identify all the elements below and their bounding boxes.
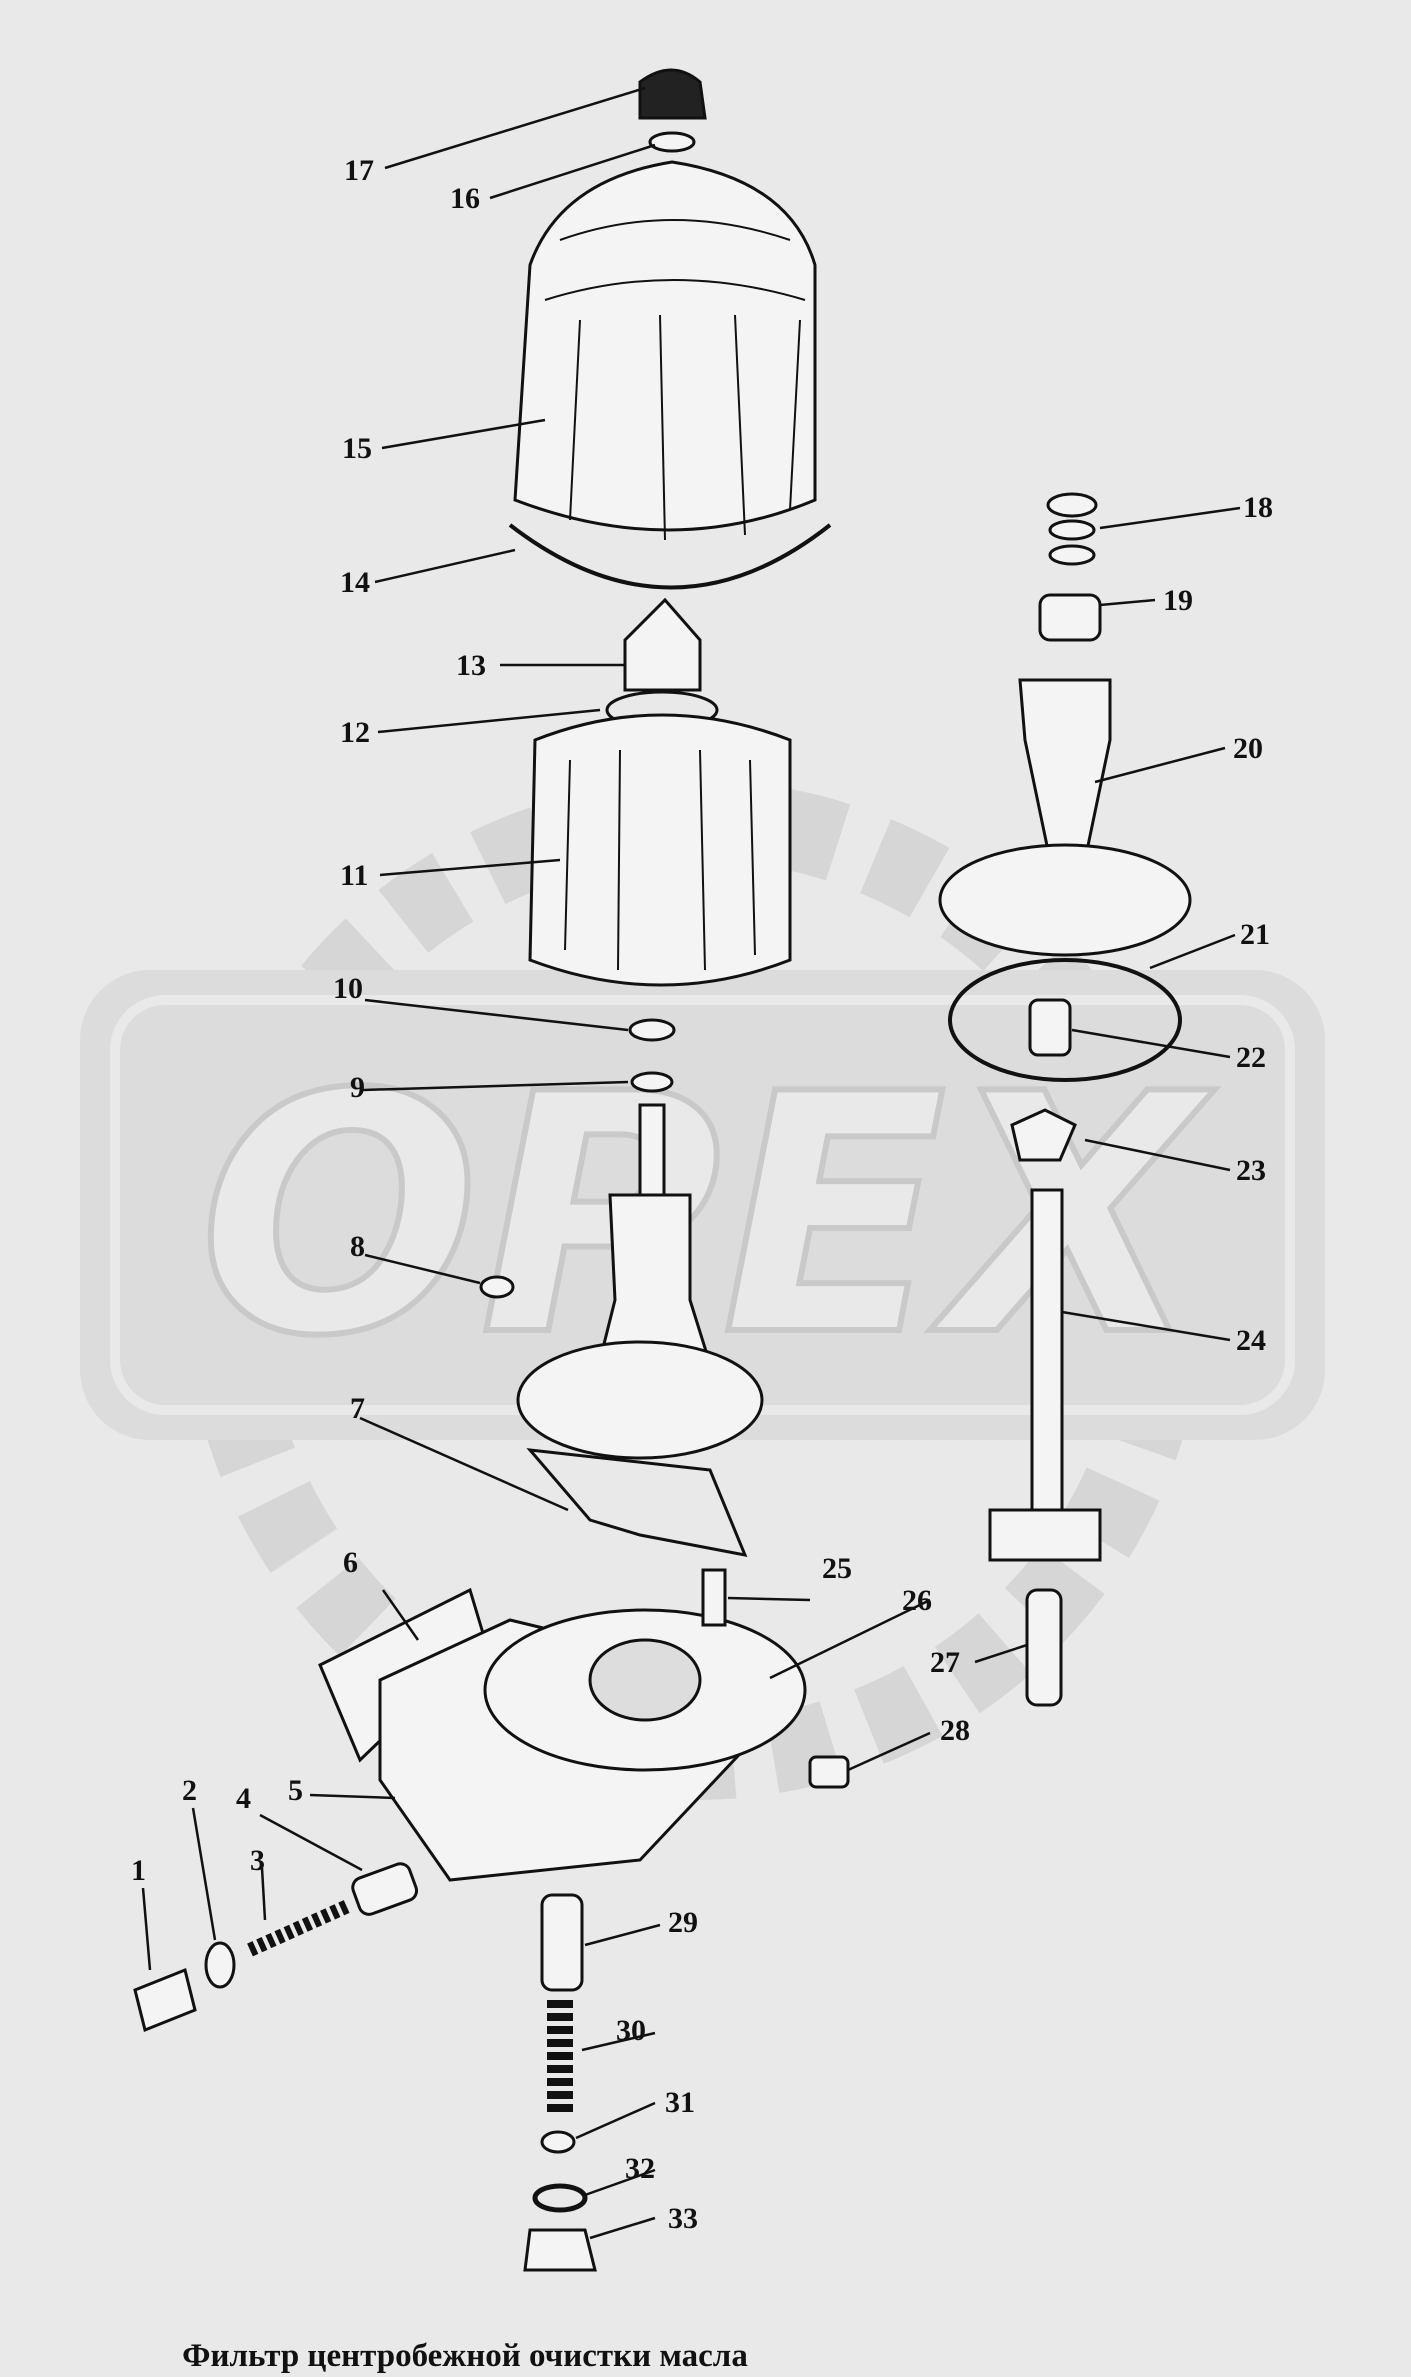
label-23: 23 bbox=[1236, 1154, 1266, 1187]
label-1: 1 bbox=[131, 1854, 146, 1887]
label-3: 3 bbox=[250, 1844, 265, 1877]
label-7: 7 bbox=[350, 1392, 365, 1425]
label-28: 28 bbox=[940, 1714, 970, 1747]
label-6: 6 bbox=[343, 1546, 358, 1579]
part-19-bushing bbox=[1038, 593, 1102, 642]
part-13-cone bbox=[623, 597, 702, 692]
label-31: 31 bbox=[665, 2086, 695, 2119]
label-12: 12 bbox=[340, 716, 370, 749]
part-14-sealing-ring bbox=[508, 523, 832, 590]
part-17-cap-nut bbox=[638, 68, 707, 120]
part-2-washer bbox=[204, 1941, 236, 1989]
label-32: 32 bbox=[625, 2152, 655, 2185]
label-15: 15 bbox=[342, 432, 372, 465]
part-29-sleeve bbox=[540, 1893, 584, 1992]
label-20: 20 bbox=[1233, 732, 1263, 765]
part-4-piston bbox=[351, 1862, 419, 1916]
label-17: 17 bbox=[344, 154, 374, 187]
label-33: 33 bbox=[668, 2202, 698, 2235]
part-axle bbox=[638, 1103, 666, 1197]
label-18: 18 bbox=[1243, 491, 1273, 524]
part-15-rotor-cover bbox=[513, 160, 817, 532]
part-24-rotor-axle bbox=[1030, 1188, 1064, 1512]
part-10-nut bbox=[628, 1018, 676, 1042]
part-32-washer bbox=[532, 2183, 588, 2213]
leader-lines bbox=[141, 86, 1241, 2240]
part-31-seat bbox=[540, 2130, 576, 2154]
part-3-spring bbox=[247, 1898, 353, 1957]
part-11-rotor bbox=[528, 713, 792, 987]
label-30: 30 bbox=[616, 2014, 646, 2047]
label-27: 27 bbox=[930, 1646, 960, 1679]
part-8-pin bbox=[479, 1275, 515, 1299]
label-8: 8 bbox=[350, 1230, 365, 1263]
label-4: 4 bbox=[236, 1782, 251, 1815]
label-10: 10 bbox=[333, 972, 363, 1005]
part-21-o-ring bbox=[948, 958, 1182, 1082]
label-19: 19 bbox=[1163, 584, 1193, 617]
part-23-star-washer bbox=[1010, 1108, 1077, 1162]
figure-caption: Фильтр центробежной очистки масла bbox=[182, 2338, 748, 2374]
label-13: 13 bbox=[456, 649, 486, 682]
part-16-washer bbox=[648, 131, 696, 153]
label-16: 16 bbox=[450, 182, 480, 215]
label-2: 2 bbox=[182, 1774, 197, 1807]
label-25: 25 bbox=[822, 1552, 852, 1585]
label-5: 5 bbox=[288, 1774, 303, 1807]
diagram-parts bbox=[133, 68, 1192, 2272]
part-9-washer bbox=[630, 1071, 674, 1093]
part-base-disc bbox=[516, 1340, 764, 1460]
part-22-nozzle bbox=[1028, 998, 1072, 1057]
label-9: 9 bbox=[350, 1071, 365, 1104]
part-20-upper-rotor bbox=[1018, 678, 1112, 862]
part-25-valve bbox=[701, 1568, 727, 1627]
label-24: 24 bbox=[1236, 1324, 1266, 1357]
part-28-plug bbox=[808, 1755, 850, 1789]
label-11: 11 bbox=[340, 859, 368, 892]
label-22: 22 bbox=[1236, 1041, 1266, 1074]
label-26: 26 bbox=[902, 1584, 932, 1617]
part-number-labels: 17 16 15 14 13 12 11 10 9 8 7 6 5 4 3 2 … bbox=[131, 154, 1273, 2235]
part-18-nut-washers bbox=[1046, 492, 1098, 518]
part-33-plug bbox=[523, 2228, 597, 2272]
part-1-plug bbox=[133, 1967, 197, 2033]
part-27-pin bbox=[1025, 1588, 1063, 1707]
part-7-gasket bbox=[526, 1448, 748, 1557]
label-14: 14 bbox=[340, 566, 370, 599]
label-29: 29 bbox=[668, 1906, 698, 1939]
label-21: 21 bbox=[1240, 918, 1270, 951]
